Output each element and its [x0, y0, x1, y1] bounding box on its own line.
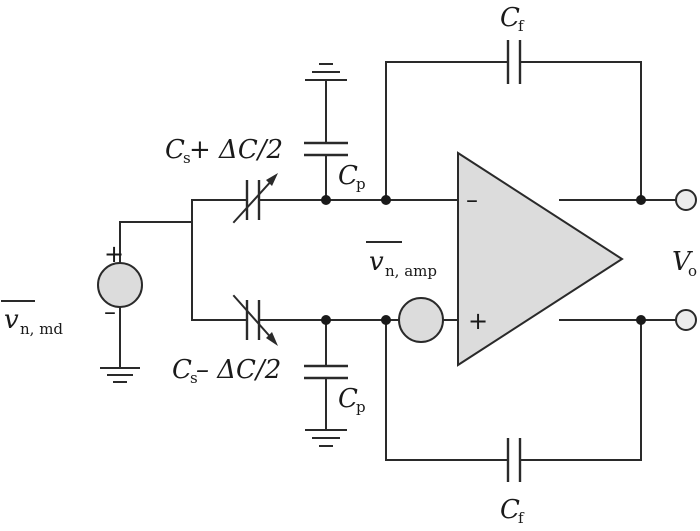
wires — [119, 61, 677, 461]
label-cp-bottom: C p — [338, 384, 366, 416]
label-vo-sub: o — [688, 262, 697, 280]
cf-top-capacitor — [506, 40, 522, 84]
cs-minus-capacitor — [232, 294, 278, 346]
label-cf-top-main: C — [500, 3, 520, 33]
label-cs-plus: C s + ΔC/2 — [165, 135, 283, 167]
cp-top-capacitor — [304, 141, 348, 157]
label-cf-top: C f — [500, 3, 525, 35]
output-terminal-bottom — [675, 309, 697, 331]
label-cs-minus: C s – ΔC/2 — [172, 355, 281, 387]
label-cs-plus-sub: s — [183, 149, 191, 167]
label-cf-bottom-sub: f — [518, 509, 525, 527]
label-cs-minus-sub: s — [190, 369, 198, 387]
noise-source-amp — [398, 297, 444, 343]
ground-bottom-icon — [305, 429, 347, 447]
opamp-minus-sign: – — [466, 186, 478, 214]
label-cf-bottom-main: C — [500, 495, 520, 525]
label-vo: V o — [672, 247, 697, 280]
opamp-plus-sign: + — [468, 307, 488, 335]
label-cf-bottom: C f — [500, 495, 525, 527]
label-cs-minus-rest: – ΔC/2 — [196, 355, 281, 385]
label-vn-md-sub: n, md — [20, 320, 63, 338]
noise-source-md — [97, 262, 143, 308]
label-cs-minus-main: C — [172, 355, 192, 385]
label-vn-md: v n, md — [1, 300, 63, 338]
source-plus-sign: + — [104, 240, 124, 268]
cp-bottom-capacitor — [304, 364, 348, 380]
label-cf-top-sub: f — [518, 17, 525, 35]
label-vn-md-main: v — [4, 305, 19, 335]
label-cp-top-main: C — [338, 161, 358, 191]
opamp-triangle — [457, 151, 624, 367]
label-vo-main: V — [672, 247, 693, 277]
label-vn-amp-sub: n, amp — [385, 262, 437, 280]
cf-bottom-capacitor — [506, 438, 522, 482]
ground-top-icon — [305, 63, 347, 81]
label-vn-amp-main: v — [369, 247, 384, 277]
ground-source-icon — [100, 367, 140, 383]
source-minus-sign: – — [104, 298, 116, 326]
label-cp-bottom-main: C — [338, 384, 358, 414]
label-cp-top-sub: p — [356, 175, 366, 193]
label-cp-bottom-sub: p — [356, 398, 366, 416]
junction-dots — [321, 195, 646, 325]
cs-plus-capacitor — [232, 173, 278, 224]
label-cs-plus-main: C — [165, 135, 185, 165]
output-terminal-top — [675, 189, 697, 211]
label-cs-plus-rest: + ΔC/2 — [189, 135, 283, 165]
label-vn-amp: v n, amp — [366, 241, 437, 280]
label-cp-top: C p — [338, 161, 366, 193]
